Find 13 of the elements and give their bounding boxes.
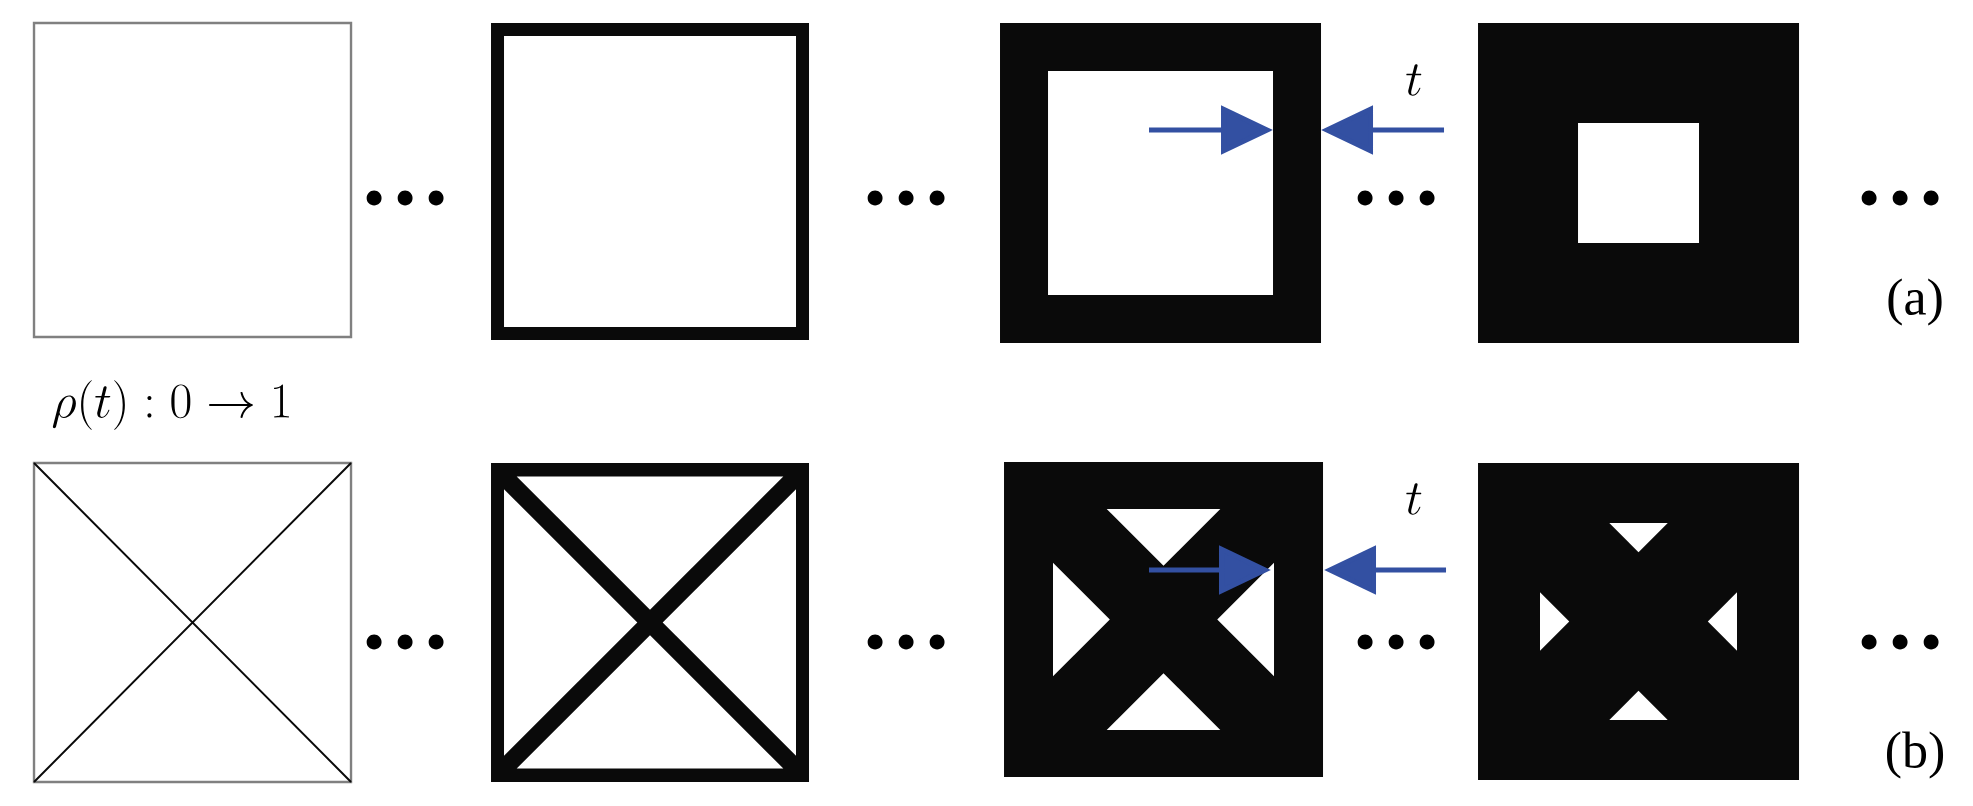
ellipsis: …: [1861, 190, 1939, 206]
ellipsis: …: [867, 190, 945, 206]
ellipsis: …: [1357, 190, 1435, 206]
ellipsis: …: [867, 634, 945, 650]
math-label: $t$: [1406, 483, 1422, 515]
ellipsis: …: [366, 634, 444, 650]
ellipsis: …: [1861, 634, 1939, 650]
panel-label: (a): [1888, 278, 1942, 326]
math-label: $t$: [1406, 64, 1422, 96]
panel-label: (b): [1887, 731, 1944, 779]
ellipsis: …: [1357, 634, 1435, 650]
math-label: $\rho(t):0\rightarrow 1$: [52, 380, 289, 430]
ellipsis: …: [366, 190, 444, 206]
